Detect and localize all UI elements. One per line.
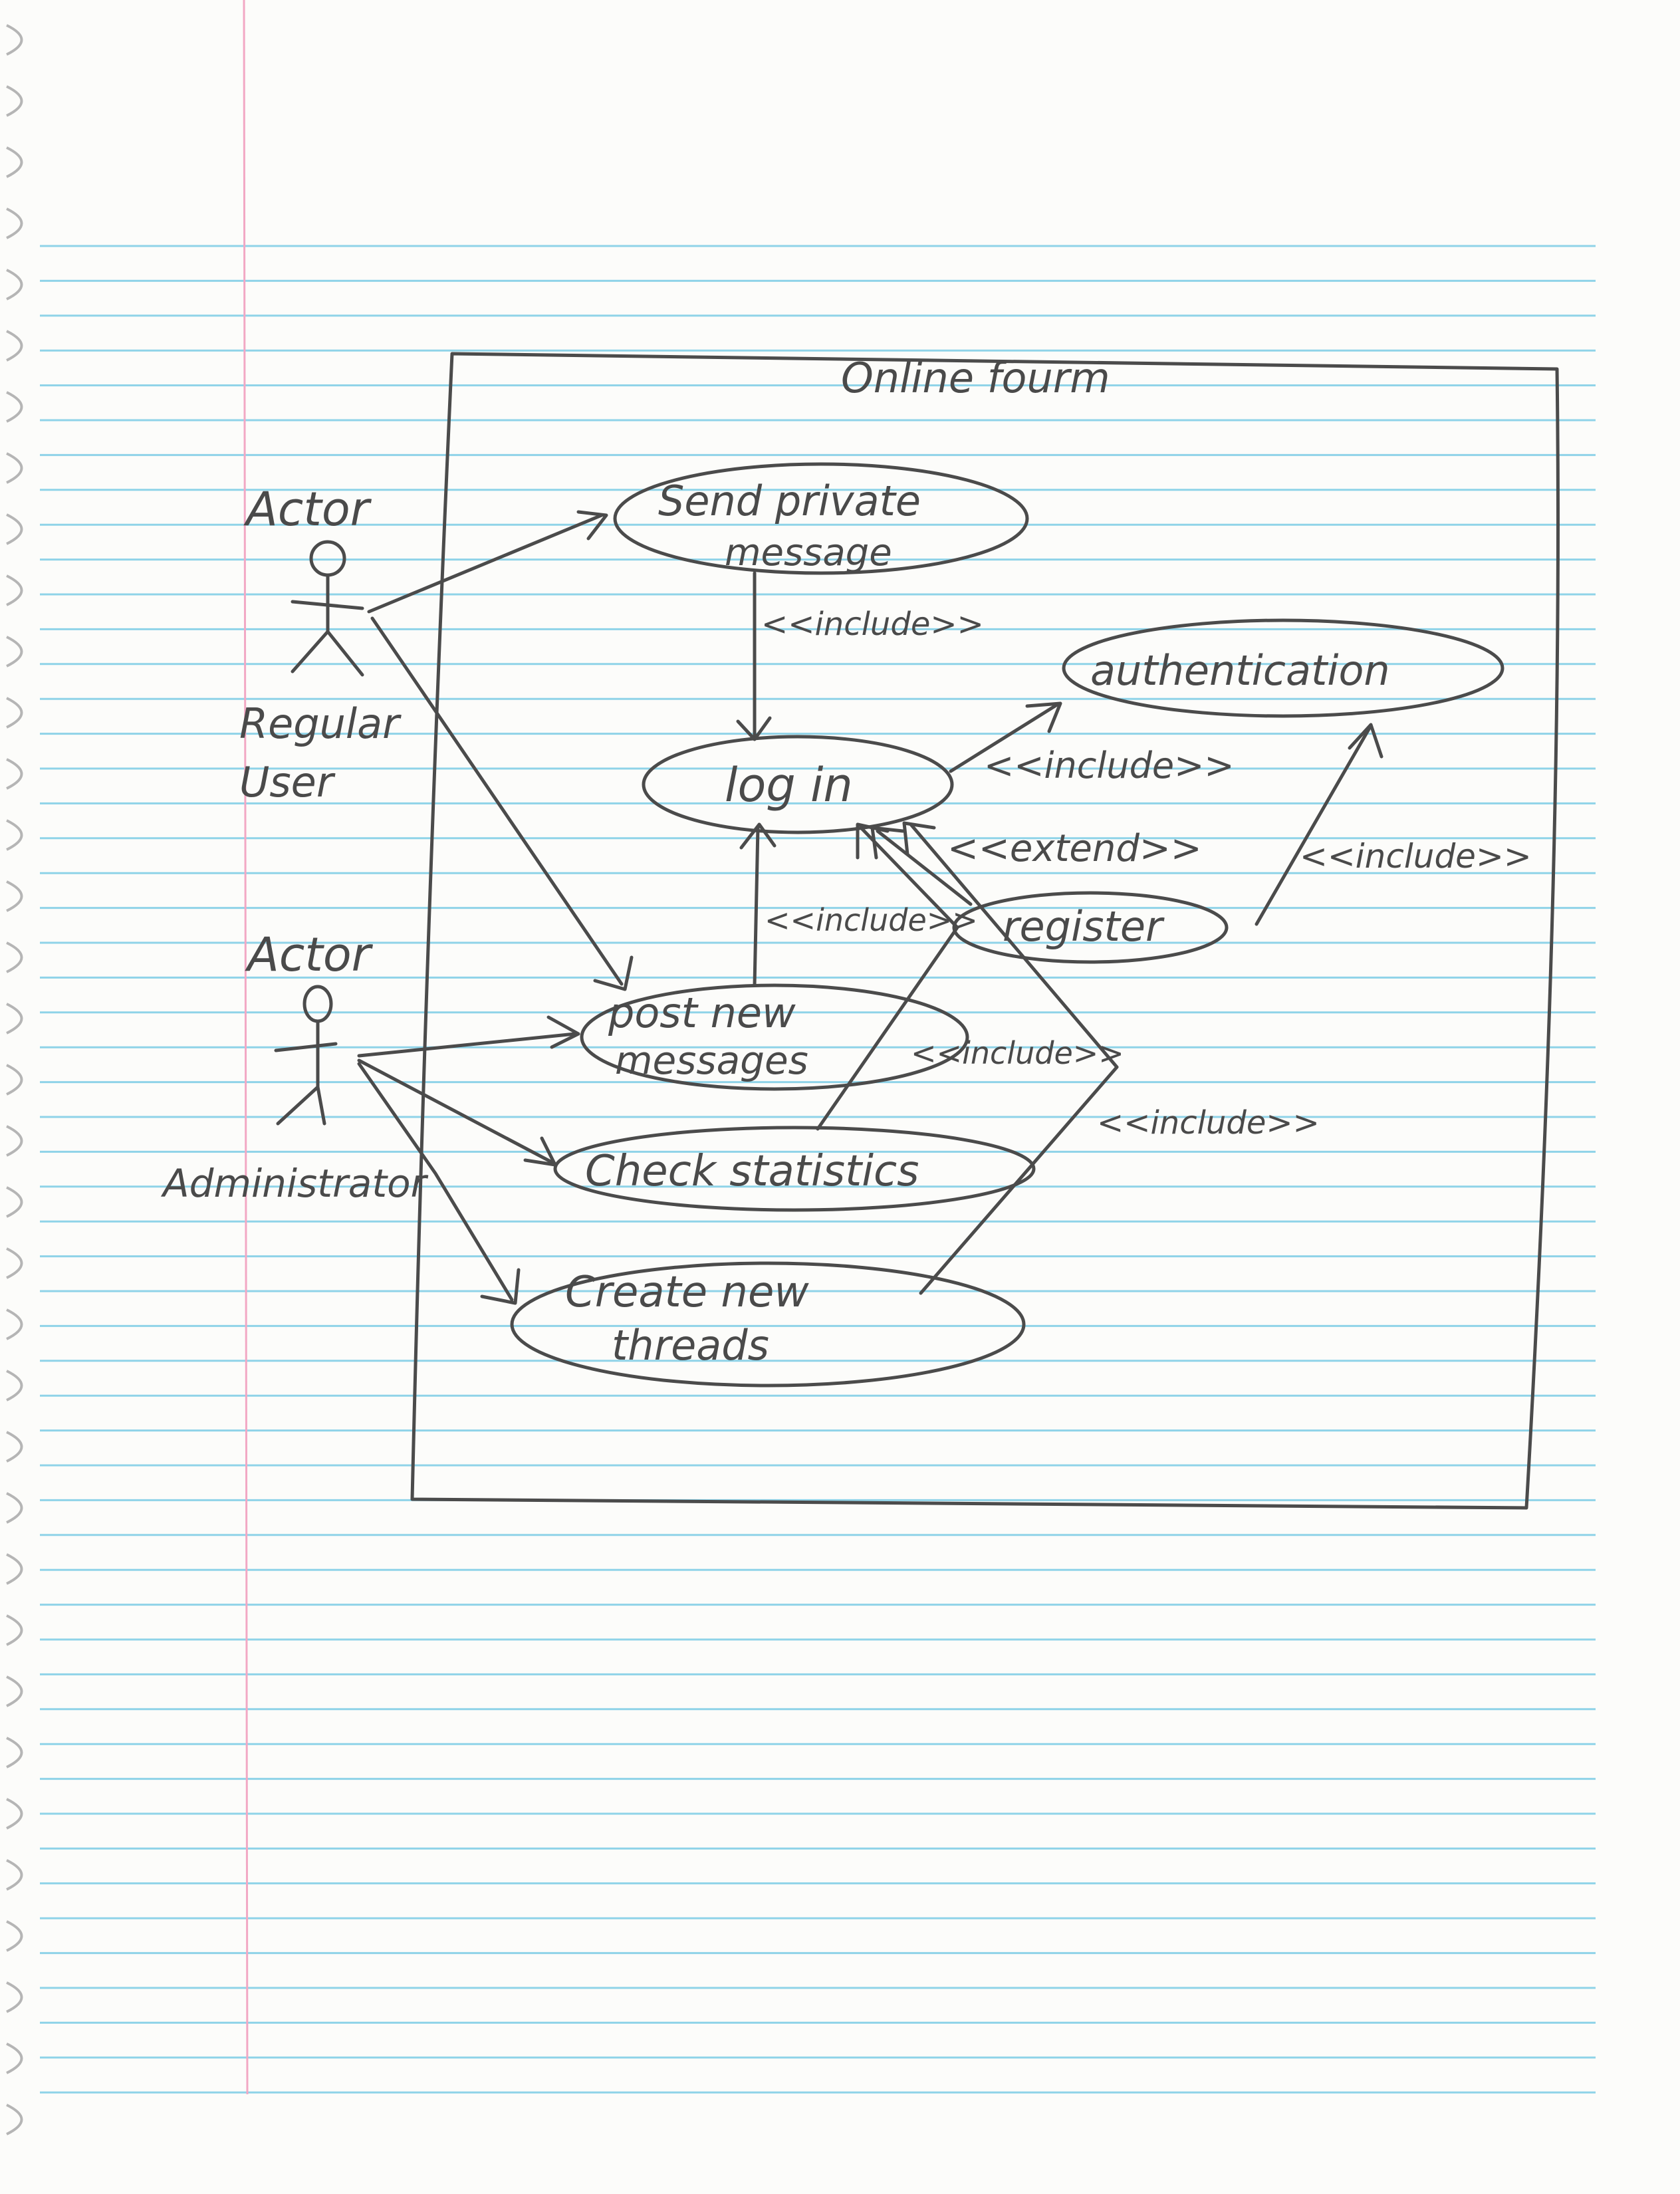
binding-hole <box>6 207 23 239</box>
svg-text:<<include>>: <<include>> <box>911 1035 1124 1071</box>
actor-role: Administrator <box>160 1161 429 1206</box>
svg-text:authentication: authentication <box>1090 646 1390 695</box>
svg-text:<<include>>: <<include>> <box>765 902 978 938</box>
binding-hole <box>6 1859 23 1891</box>
svg-text:Create new: Create new <box>565 1268 809 1317</box>
binding-hole <box>6 636 23 668</box>
actor-heading: Actor <box>243 482 372 537</box>
binding-hole <box>6 1737 23 1768</box>
binding-hole <box>6 1553 23 1585</box>
binding-hole <box>6 1370 23 1402</box>
use-case-send-private-message: Send private message <box>613 462 1029 575</box>
use-case-register: register <box>952 891 1229 964</box>
binding-hole <box>6 1920 23 1952</box>
binding-hole <box>6 1614 23 1646</box>
svg-text:threads: threads <box>612 1321 769 1370</box>
actor-head-icon <box>302 985 333 1023</box>
binding-hole <box>6 880 23 912</box>
svg-text:register: register <box>1003 902 1165 951</box>
svg-text:<<include>>: <<include>> <box>984 745 1235 787</box>
svg-text:message: message <box>725 531 892 574</box>
binding-hole <box>6 1064 23 1096</box>
relation-login-auth <box>949 703 1059 773</box>
use-case-create-new-threads: Create new threads <box>510 1261 1026 1388</box>
binding-hole <box>6 269 23 301</box>
svg-text:<<extend>>: <<extend>> <box>947 827 1202 870</box>
relation-stats-login <box>816 826 959 1131</box>
binding-hole <box>6 391 23 423</box>
associations <box>357 510 634 1305</box>
binding-hole <box>6 1981 23 2013</box>
svg-text:<<include>>: <<include>> <box>1097 1104 1320 1142</box>
binding-hole <box>6 941 23 973</box>
actor-role-line1: Regular <box>239 699 402 748</box>
svg-text:<<include>>: <<include>> <box>761 606 984 643</box>
binding-hole <box>6 1675 23 1707</box>
actor-head-icon <box>309 540 346 577</box>
use-case-log-in: log in <box>642 735 954 834</box>
binding-hole <box>6 1798 23 1830</box>
use-case-check-statistics: Check statistics <box>553 1126 1036 1212</box>
use-case-authentication: authentication <box>1062 618 1504 718</box>
binding-hole <box>6 1308 23 1340</box>
relation-register-login <box>876 829 973 906</box>
use-case-post-new-messages: post new messages <box>580 983 969 1091</box>
binding-hole <box>6 758 23 790</box>
margin-line <box>243 0 249 2095</box>
binding-hole <box>6 1186 23 1218</box>
svg-text:<<include>>: <<include>> <box>1300 837 1532 876</box>
actor-heading: Actor <box>245 927 374 982</box>
binding-hole <box>6 2042 23 2074</box>
binding-hole <box>6 1247 23 1279</box>
actor-regular-user: Actor Regular User <box>239 482 402 806</box>
actor-administrator: Actor Administrator <box>160 927 429 1206</box>
relation-post-login <box>753 826 760 987</box>
binding-hole <box>6 697 23 729</box>
binding-hole <box>6 1003 23 1035</box>
system-boundary <box>410 352 1560 1510</box>
binding-hole <box>6 146 23 178</box>
binding-hole <box>6 1125 23 1157</box>
binding-hole <box>6 452 23 484</box>
svg-text:Check statistics: Check statistics <box>585 1147 919 1196</box>
relation-register-auth <box>1255 726 1372 926</box>
binding-hole <box>6 574 23 606</box>
svg-text:messages: messages <box>615 1038 808 1083</box>
binding-hole <box>6 2104 23 2135</box>
binding-hole <box>6 85 23 117</box>
relations: <<include>> <<include>> <<extend>> <<inc… <box>736 571 1532 1295</box>
binding-hole <box>6 513 23 545</box>
svg-text:post new: post new <box>608 989 796 1037</box>
binding-hole <box>6 819 23 851</box>
binding-hole <box>6 330 23 362</box>
svg-text:Send private: Send private <box>658 477 921 525</box>
binding-hole <box>6 24 23 56</box>
svg-text:log in: log in <box>725 758 853 812</box>
actor-role-line2: User <box>239 758 336 806</box>
binding-hole <box>6 1431 23 1463</box>
relation-threads-login <box>909 822 1119 1295</box>
binding-hole <box>6 1492 23 1524</box>
system-title: Online fourm <box>841 354 1110 402</box>
